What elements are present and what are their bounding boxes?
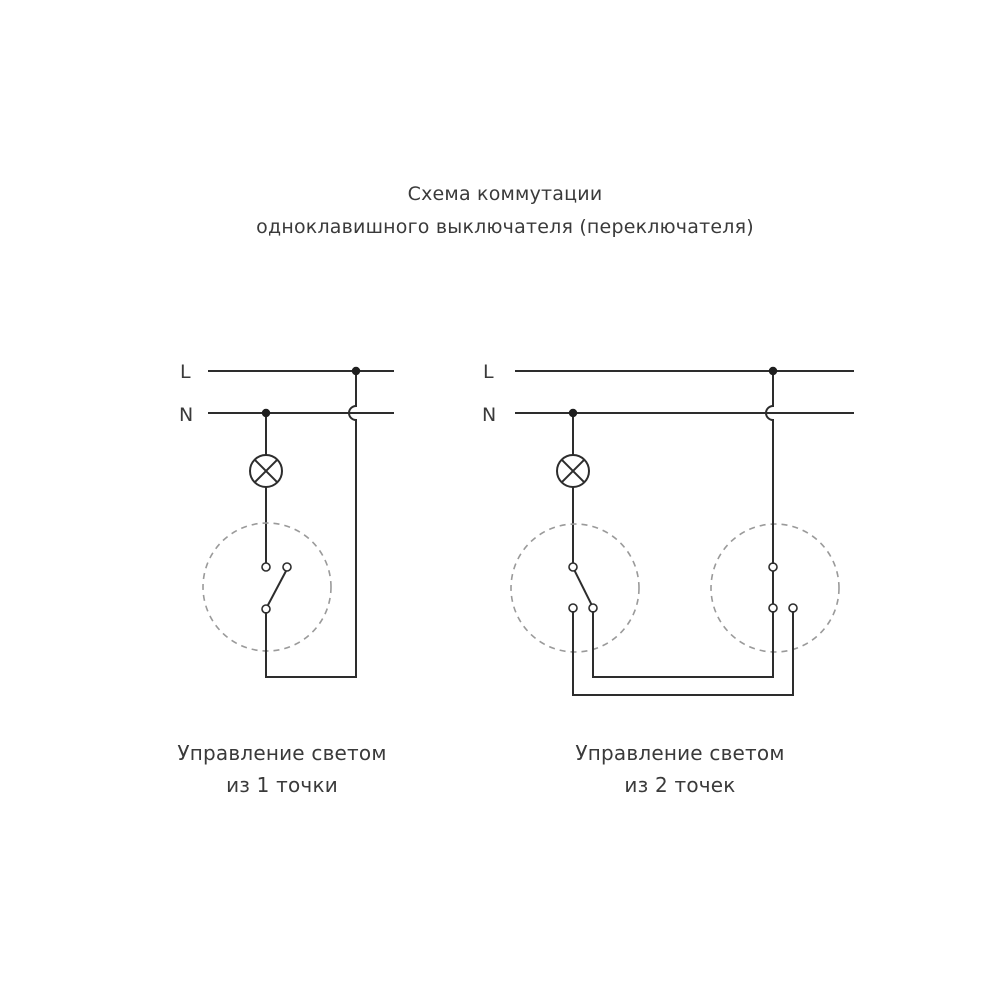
live-junction-dot: [351, 366, 361, 376]
title-line-1: Схема коммутации: [408, 183, 603, 205]
live-label: L: [483, 361, 494, 383]
switch-a-icon: [510, 523, 640, 653]
live-label: L: [180, 361, 191, 383]
caption-line-2: из 2 точек: [624, 773, 735, 797]
page-title: Схема коммутации одноклавишного выключат…: [256, 183, 754, 238]
traveller-wire-inner: [592, 611, 774, 678]
traveller-wire-outer: [572, 611, 794, 696]
lamp-icon: [249, 454, 283, 488]
switch-return-wire: [265, 419, 357, 678]
wire-crossover-hop: [765, 404, 775, 422]
wire-crossover-hop: [348, 404, 358, 422]
diagram-one-point: L N Управление светом из 1 точки: [177, 361, 394, 797]
lamp-icon: [556, 454, 590, 488]
caption-line-1: Управление светом: [177, 741, 386, 765]
switch-b-box-outline: [710, 523, 840, 653]
caption-line-2: из 1 точки: [226, 773, 338, 797]
switch-a-box-outline: [510, 523, 640, 653]
diagram-two-points: L N: [482, 361, 854, 797]
neutral-junction-dot: [568, 408, 578, 418]
switch-b-icon: [710, 523, 840, 653]
neutral-junction-dot: [261, 408, 271, 418]
title-line-2: одноклавишного выключателя (переключател…: [256, 216, 754, 238]
neutral-label: N: [482, 404, 496, 426]
caption-line-1: Управление светом: [575, 741, 784, 765]
live-junction-dot: [768, 366, 778, 376]
neutral-label: N: [179, 404, 193, 426]
